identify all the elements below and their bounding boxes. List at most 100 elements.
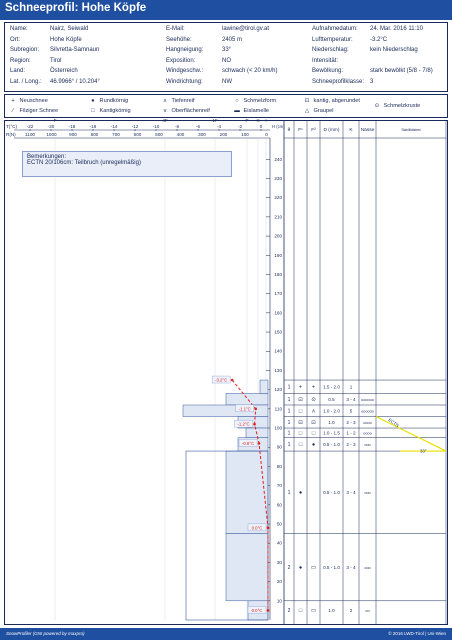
layer-hardness: 5 <box>350 408 353 413</box>
ram-tick-label: 0 <box>265 132 268 137</box>
height-tick-label: 130 <box>274 368 282 373</box>
temp-label-bg <box>211 375 231 384</box>
meta-key: Hangneigung: <box>166 47 204 53</box>
meta-value: lawine@tirol.gv.at <box>222 26 269 32</box>
layer-form2: ⊡ <box>311 420 316 426</box>
meta-value: kein Niederschlag <box>370 47 418 53</box>
temperature-point <box>230 378 234 382</box>
col-header: D (mm) <box>324 127 340 133</box>
footer-left: SnowProfiler (GNI powered by maxpro) <box>6 631 85 636</box>
ram-tick-label: 100 <box>241 132 249 137</box>
meta-key: Aufnahmedatum: <box>312 26 358 32</box>
page-title: Schneeprofil: Hohe Köpfe <box>5 2 147 14</box>
ram-tick-label: 500 <box>155 132 163 137</box>
legend-label: Filziger Schnee <box>18 108 59 114</box>
legend-label: Rundkörnig <box>98 98 129 104</box>
meta-value: 24. Mar. 2016 11:10 <box>370 26 423 32</box>
layer-hardness: 3 - 4 <box>346 490 356 495</box>
meta-key: Schneeprofilklasse: <box>312 78 365 85</box>
hardness-block-outline <box>185 450 269 621</box>
layer-theta: 1 <box>288 397 291 403</box>
temp-label-bg <box>235 404 254 413</box>
height-tick-label: 190 <box>274 253 282 258</box>
layer-form2: ʌ <box>312 408 315 414</box>
legend-item: ● Rundkörnig <box>88 98 128 104</box>
meta-value: stark bewölkt (5/8 - 7/8) <box>370 68 433 74</box>
meta-col2-row: Hangneigung:33° <box>166 47 231 53</box>
meta-col1-row: Land:Österreich <box>10 68 78 74</box>
ram-tick-label: 1100 <box>25 132 35 137</box>
temp-tick-label: -14 <box>111 124 118 129</box>
legend-symbol-icon: ○ <box>235 98 239 104</box>
layer-grain-size: 1.0 - 1.5 <box>323 430 340 435</box>
ram-tick-label: 700 <box>112 132 120 137</box>
temp-tick-label: 0 <box>260 124 263 129</box>
ram-tick-label: 600 <box>134 132 142 137</box>
meta-col1-row: Name:Nairz, Seiwald <box>10 26 88 32</box>
height-tick-label: 120 <box>274 387 282 392</box>
legend-item: ⁄ Filziger Schnee <box>8 108 59 114</box>
layer-form1: ● <box>299 565 302 571</box>
layer-form1: ⊡ <box>298 420 303 426</box>
legend-label: kantig, abgerundet <box>312 98 360 104</box>
layer-wetness: ooo <box>364 491 370 495</box>
hardness-tick-label: 4F <box>162 118 168 123</box>
col-header: Stabilitätstest <box>402 128 421 132</box>
height-tick-label: 160 <box>274 310 282 315</box>
meta-key: Subregion: <box>10 47 40 53</box>
meta-key: Region: <box>10 57 31 64</box>
meta-value: Tirol <box>50 57 62 64</box>
legend-symbol-icon: ⊡ <box>304 98 310 104</box>
legend-label: Kantigkörnig <box>98 108 131 114</box>
meta-col1-row: Region: Tirol <box>10 58 61 64</box>
layer-hardness: 3 - 4 <box>346 397 356 402</box>
temp-axis-label: T(°C) <box>6 124 17 129</box>
hardness-bar <box>225 533 269 602</box>
layer-grain-size: 1.0 <box>328 608 335 613</box>
layer-hardness: 1 <box>350 384 353 389</box>
legend-symbol-icon: ʌ <box>163 98 167 104</box>
meta-col3-row: Bewölkung: stark bewölkt (5/8 - 7/8) <box>312 68 433 74</box>
height-tick-label: 10 <box>277 598 283 603</box>
col-header: θ <box>288 127 291 133</box>
layer-theta: 1 <box>288 384 291 390</box>
legend-item: ʌ Tiefenreif <box>160 98 195 104</box>
layer-wetness: oo <box>365 609 369 613</box>
meta-col3-row: Schneeprofilklasse:3 <box>312 79 373 85</box>
meta-col3-row: Aufnahmedatum: 24. Mar. 2016 11:10 <box>312 26 423 32</box>
temperature-point <box>266 526 270 530</box>
temp-label: -3.2°C <box>215 378 227 383</box>
layer-form1: □ <box>299 408 303 414</box>
legend-label: Neuschnee <box>18 98 48 104</box>
temp-label-bg <box>238 439 258 447</box>
stability-angle: 33° <box>420 449 427 454</box>
meta-key: Bewölkung: <box>312 68 344 74</box>
meta-value: schwach (< 20 km/h) <box>222 68 278 74</box>
legend-symbol-icon: ⊙ <box>374 103 380 109</box>
layer-form1: □ <box>299 430 303 436</box>
legend-label: Eislamelle <box>242 108 270 114</box>
layer-form2: ▭ <box>311 565 316 571</box>
layer-grain-size: 1.5 - 2.0 <box>323 384 340 389</box>
temperature-point <box>266 609 270 612</box>
hardness-bar <box>259 379 269 394</box>
col-header: F¹ <box>298 127 303 133</box>
remarks-title: Bemerkungen: <box>27 154 67 160</box>
layer-theta: 1 <box>288 420 291 426</box>
layer-grain-size: 1.0 <box>328 420 335 425</box>
temp-tick-label: -22 <box>27 124 34 129</box>
layer-form2: □ <box>312 430 316 436</box>
meta-key: Windrichtung: <box>166 78 203 85</box>
ram-axis-label: R(N) <box>6 132 16 137</box>
temp-tick-label: -10 <box>153 124 160 129</box>
layer-form1: ● <box>299 490 302 496</box>
layer-form1: □ <box>299 442 303 448</box>
layer-theta: 2 <box>288 565 291 571</box>
stability-label: ECTN <box>387 417 399 428</box>
meta-value: Nairz, Seiwald <box>50 26 89 32</box>
meta-col2-row: Exposition:NO <box>166 58 231 64</box>
meta-col3-row: Intensität: <box>312 58 370 64</box>
legend-label: Tiefenreif <box>170 98 195 104</box>
legend-symbol-icon: ⁄ <box>12 108 14 114</box>
